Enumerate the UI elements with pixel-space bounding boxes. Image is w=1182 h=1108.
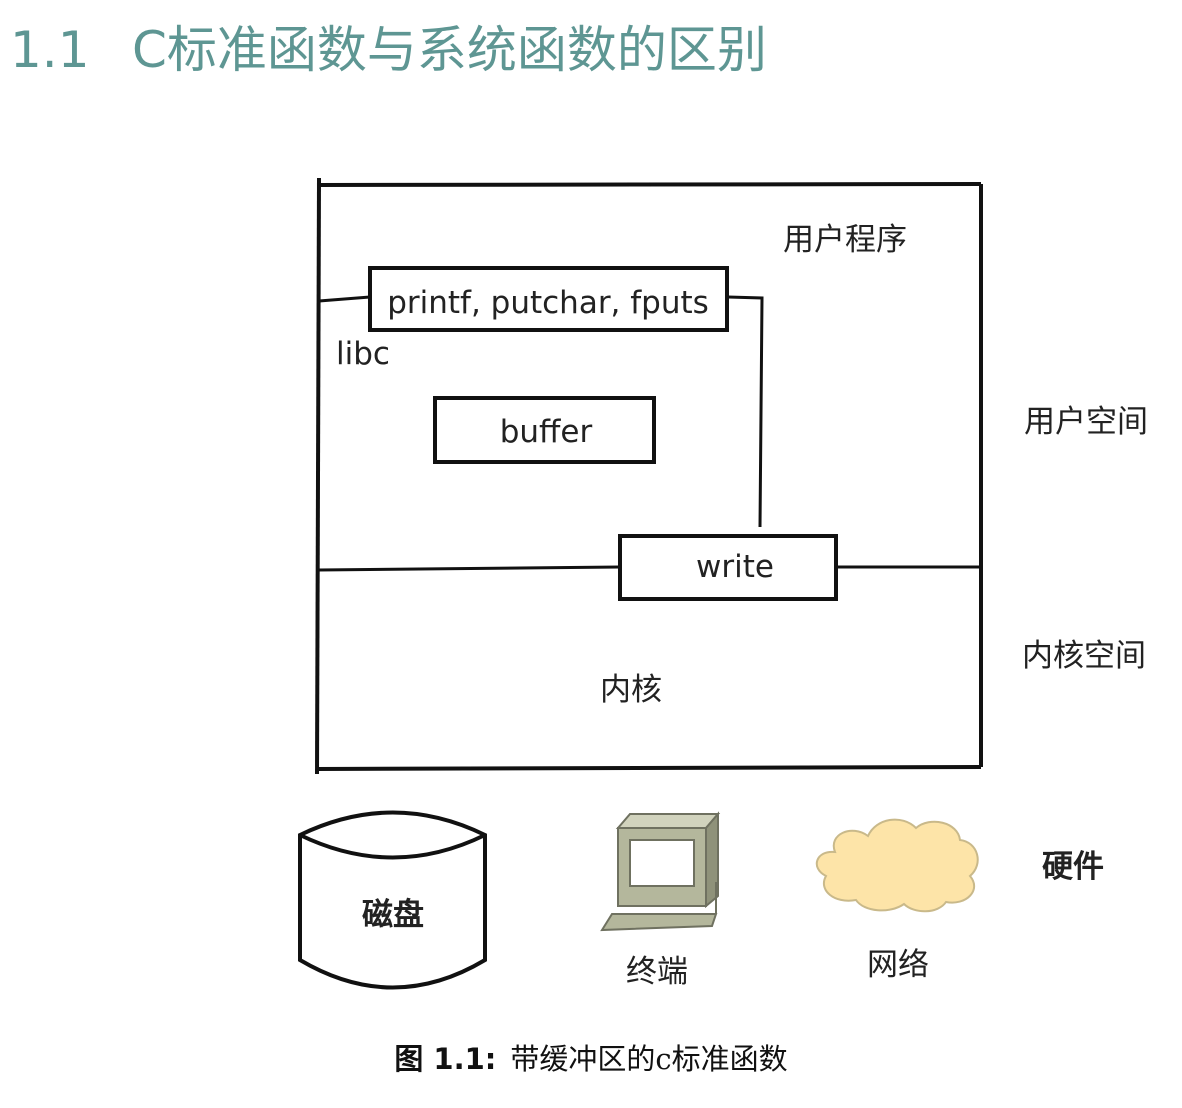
terminal-keyboard [600,913,718,932]
disk-body [298,810,487,990]
disk-label: 磁盘 [362,897,424,933]
buffer-box [433,396,656,464]
network-label: 网络 [867,947,929,983]
system-box-top-edge [318,182,982,187]
disk-icon [298,810,487,990]
user-program-label: 用户程序 [783,222,907,258]
terminal-label: 终端 [626,954,688,990]
kernel-label: 内核 [600,672,662,708]
caption-text: 带缓冲区的c标准函数 [510,1042,788,1076]
section-heading: 1.1 C标准函数与系统函数的区别 [10,14,767,86]
libc-functions-box [368,266,729,332]
user-space-label: 用户空间 [1024,404,1148,440]
system-box-left-edge [315,177,321,775]
libc-functions-label: printf, putchar, fputs [387,285,709,321]
connector-lines [318,295,764,528]
system-box-bottom-edge [316,765,982,771]
write-label: write [696,549,774,585]
libc-label: libc [336,336,390,372]
libc-connector [318,295,371,303]
libc-to-write-connector [727,295,764,528]
disk-top-rim [299,833,486,860]
buffer-label: buffer [500,414,593,450]
kernel-space-label: 内核空间 [1022,638,1146,674]
system-box [315,177,983,775]
hardware-label: 硬件 [1042,849,1104,885]
terminal-icon [600,811,721,932]
user-kernel-divider [318,565,981,572]
figure-caption: 图 1.1: 带缓冲区的c标准函数 [0,1036,1182,1078]
divider-left-segment [318,565,621,572]
section-number: 1.1 [10,21,90,79]
network-cloud-icon [815,818,979,913]
terminal-top [615,813,721,829]
write-box [618,534,838,601]
terminal-screen [629,839,695,887]
caption-label: 图 1.1: [394,1042,497,1076]
section-title: C标准函数与系统函数的区别 [132,21,767,79]
